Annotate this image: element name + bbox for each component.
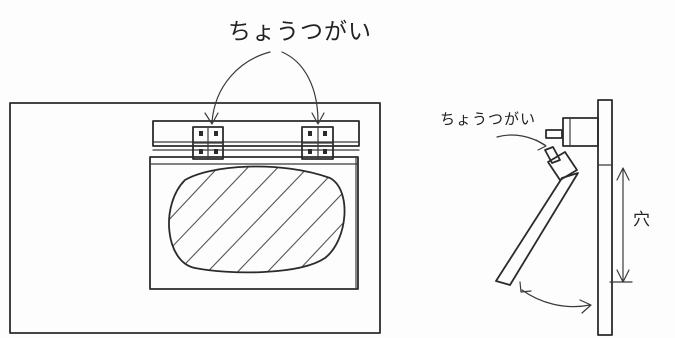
swing-arc-arrow [519,281,592,314]
hinge-label-top: ちょうつがい [228,19,372,45]
hinge-label-side: ちょうつがい [440,110,537,128]
open-door [495,172,579,286]
hinge-right-icon [301,126,334,160]
side-wall [597,99,613,336]
hole-dimension-arrow [609,167,633,283]
hinge-left-icon [192,126,224,160]
hole-hatched-shape [168,165,346,274]
side-label-arrow [496,134,546,146]
side-strip-block [562,117,599,147]
outer-board [9,102,381,334]
side-view [495,99,633,336]
hinge-strip [152,120,360,147]
front-view [9,51,381,334]
door-panel [149,156,359,290]
side-hinge-icon [545,129,563,139]
label-arrows [204,51,325,125]
hole-label: 穴 [633,210,650,230]
